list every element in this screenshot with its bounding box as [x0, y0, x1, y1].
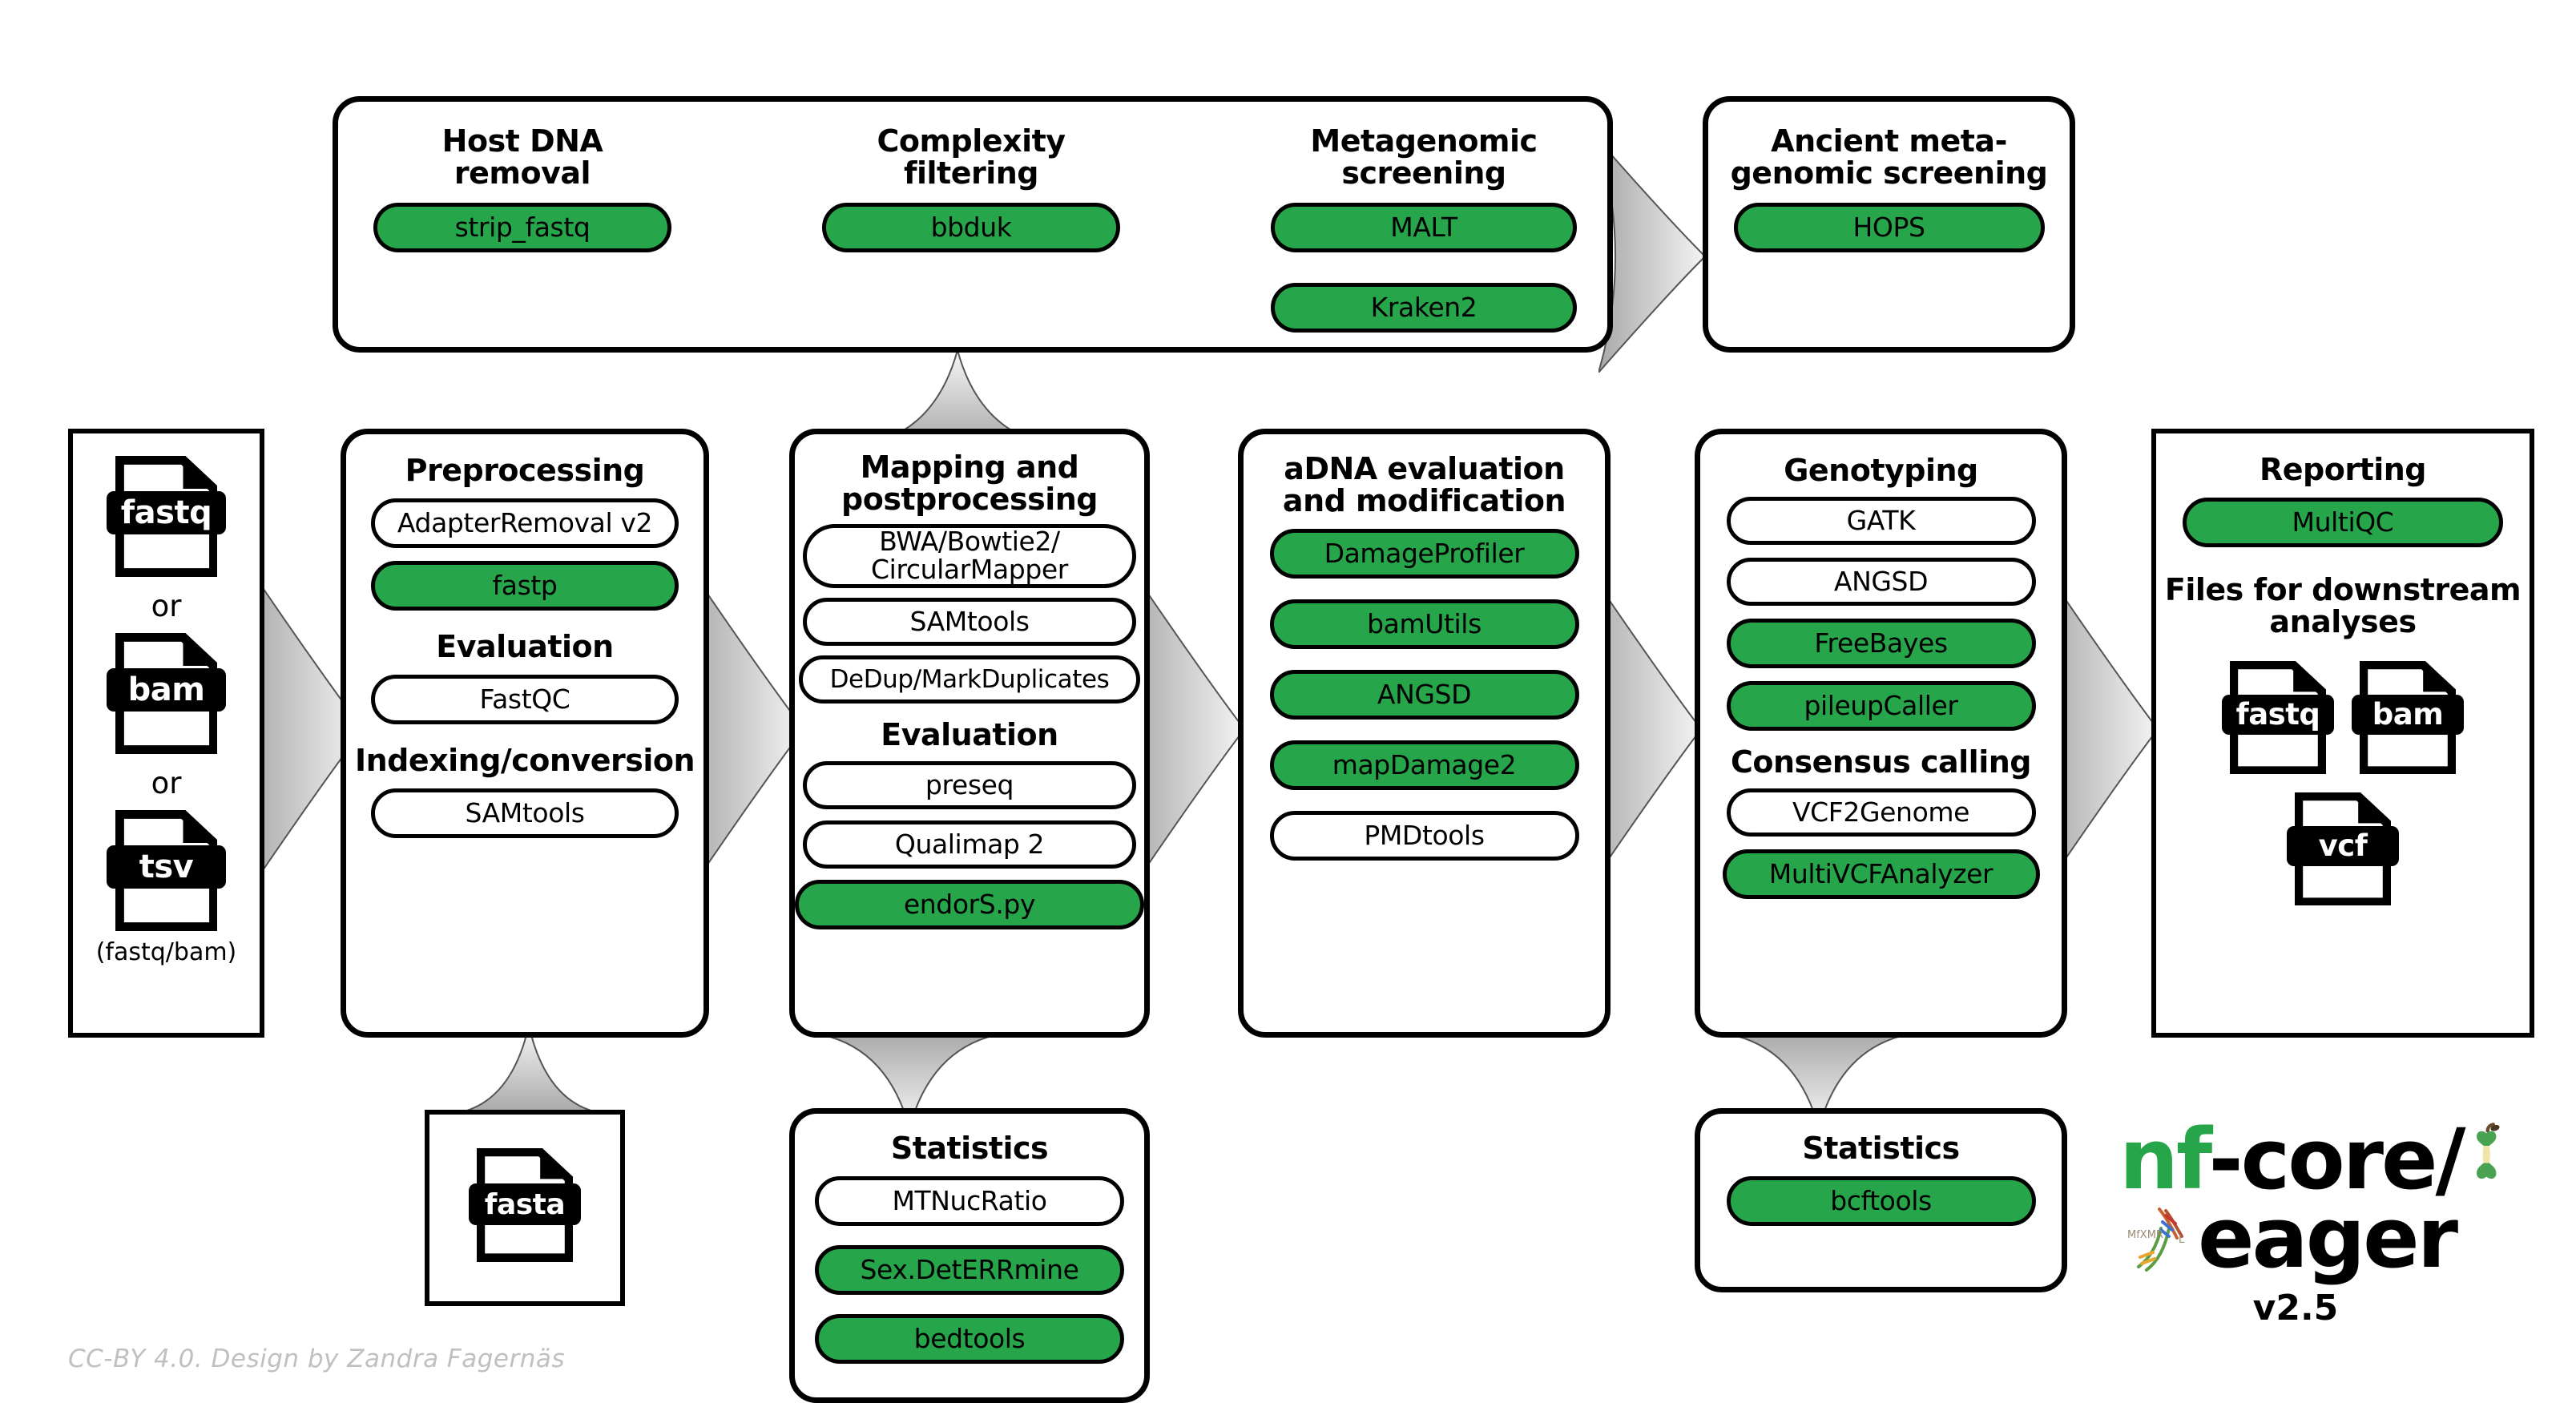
tool-pill-fastqc[interactable]: FastQC	[371, 674, 679, 724]
mapping-title: Mapping and postprocessing	[841, 450, 1098, 517]
adna-panel: aDNA evaluation and modification DamageP…	[1238, 429, 1611, 1038]
tool-pill-gatk[interactable]: GATK	[1726, 496, 2036, 545]
tool-pill-bwa-bowtie2-circularmapper[interactable]: BWA/Bowtie2/ CircularMapper	[803, 523, 1136, 588]
ancient-screening-panel: Ancient meta- genomic screening HOPS	[1703, 96, 2075, 353]
file-label: fastq	[2222, 694, 2334, 735]
column-title: Host DNA removal	[441, 123, 603, 191]
tool-pill-bedtools[interactable]: bedtools	[815, 1313, 1124, 1364]
column-title: Complexity filtering	[877, 123, 1066, 191]
adna-title: aDNA evaluation and modification	[1282, 451, 1566, 518]
tool-pill-pmdtools[interactable]: PMDtools	[1269, 810, 1579, 861]
tool-pill-dedup-markduplicates[interactable]: DeDup/MarkDuplicates	[799, 655, 1140, 704]
logo-text-line1: nf-core/	[2119, 1118, 2466, 1201]
dna-helix-icon: MfXMR L	[2127, 1207, 2185, 1272]
column-title: Metagenomic screening	[1310, 123, 1538, 191]
tool-pill-samtools[interactable]: SAMtools	[803, 597, 1136, 646]
preprocessing-title: Preprocessing	[405, 453, 645, 488]
tool-pill-angsd[interactable]: ANGSD	[1269, 669, 1579, 720]
arrow-fasta-to-preprocessing	[453, 1026, 605, 1114]
tool-pill-adapterremoval[interactable]: AdapterRemoval v2	[371, 498, 679, 548]
mapping-panel: Mapping and postprocessing BWA/Bowtie2/ …	[789, 429, 1150, 1038]
statistics-left-panel: Statistics MTNucRatio Sex.DetERRmine bed…	[789, 1108, 1150, 1403]
file-label: fasta	[469, 1183, 581, 1225]
input-separator-1: or	[151, 589, 182, 623]
preprocessing-panel: Preprocessing AdapterRemoval v2 fastp Ev…	[341, 429, 709, 1038]
genotyping-title: Genotyping	[1784, 453, 1978, 488]
screening-column-host-dna: Host DNA removal strip_fastq	[366, 123, 679, 252]
tool-pill-angsd[interactable]: ANGSD	[1726, 557, 2036, 606]
input-files-note: (fastq/bam)	[95, 938, 237, 966]
reporting-panel: Reporting MultiQC Files for downstream a…	[2151, 429, 2534, 1038]
reporting-downstream-title: Files for downstream analyses	[2164, 571, 2522, 639]
tool-pill-samtools[interactable]: SAMtools	[371, 788, 679, 838]
reference-fasta-panel: fasta	[425, 1110, 625, 1306]
tool-pill-preseq[interactable]: preseq	[803, 760, 1136, 809]
svg-text:L: L	[2179, 1234, 2185, 1246]
tool-pill-kraken2[interactable]: Kraken2	[1271, 282, 1577, 333]
file-icon-fastq: fastq	[107, 456, 226, 578]
file-icon-bam: bam	[2352, 660, 2464, 775]
tool-pill-freebayes[interactable]: FreeBayes	[1726, 618, 2036, 668]
logo-text-line2: eager	[2198, 1189, 2458, 1287]
file-icon-tsv: tsv	[107, 810, 226, 932]
statistics-right-panel: Statistics bcftools	[1695, 1108, 2067, 1292]
file-label: bam	[107, 668, 226, 712]
file-icon-bam: bam	[107, 633, 226, 755]
reporting-files-row-2: vcf	[2156, 792, 2530, 906]
tool-pill-bbduk[interactable]: bbduk	[822, 202, 1120, 252]
logo-version: v2.5	[2252, 1288, 2339, 1328]
svg-text:MfXMR: MfXMR	[2127, 1229, 2163, 1241]
nf-core-eager-logo: nf-core/	[2119, 1118, 2504, 1328]
reporting-files-row: fastq bam	[2156, 660, 2530, 775]
tool-pill-vcf2genome[interactable]: VCF2Genome	[1726, 788, 2036, 837]
tool-pill-endors-py[interactable]: endorS.py	[795, 879, 1144, 929]
tool-pill-malt[interactable]: MALT	[1271, 202, 1577, 252]
tool-pill-damageprofiler[interactable]: DamageProfiler	[1269, 528, 1579, 579]
tool-pill-multiqc[interactable]: MultiQC	[2183, 497, 2503, 547]
statistics-right-title: Statistics	[1802, 1131, 1960, 1166]
screening-panel: Host DNA removal strip_fastq Complexity …	[333, 96, 1613, 353]
file-label: vcf	[2287, 825, 2399, 866]
apple-core-icon	[2476, 1123, 2500, 1179]
mapping-evaluation-title: Evaluation	[881, 716, 1058, 752]
input-files-panel: fastq or bam or tsv (fastq/bam)	[68, 429, 264, 1038]
input-separator-2: or	[151, 766, 182, 800]
preprocessing-evaluation-title: Evaluation	[436, 628, 614, 664]
reporting-title: Reporting	[2259, 452, 2427, 487]
tool-pill-bamutils[interactable]: bamUtils	[1269, 599, 1579, 649]
file-label: fastq	[107, 491, 226, 534]
logo-core-text: -core/	[2208, 1111, 2465, 1208]
tool-pill-hops[interactable]: HOPS	[1733, 202, 2045, 252]
genotyping-panel: Genotyping GATK ANGSD FreeBayes pileupCa…	[1695, 429, 2067, 1038]
credit-text: CC-BY 4.0. Design by Zandra Fagernäs	[68, 1345, 566, 1373]
tool-pill-sex-deterrmine[interactable]: Sex.DetERRmine	[815, 1244, 1124, 1295]
tool-pill-fastp[interactable]: fastp	[371, 560, 679, 611]
tool-pill-qualimap2[interactable]: Qualimap 2	[803, 820, 1136, 869]
file-icon-fasta: fasta	[469, 1148, 581, 1267]
file-icon-fastq: fastq	[2222, 660, 2334, 775]
file-label: bam	[2352, 694, 2464, 735]
screening-column-complexity: Complexity filtering bbduk	[819, 123, 1123, 252]
statistics-left-title: Statistics	[890, 1131, 1049, 1166]
tool-pill-mtnucratio[interactable]: MTNucRatio	[815, 1175, 1124, 1226]
tool-pill-multivcfanalyzer[interactable]: MultiVCFAnalyzer	[1722, 849, 2040, 899]
tool-pill-bcftools[interactable]: bcftools	[1726, 1175, 2036, 1226]
tool-pill-mapdamage2[interactable]: mapDamage2	[1269, 740, 1579, 790]
tool-pill-pileupcaller[interactable]: pileupCaller	[1726, 680, 2036, 731]
file-label: tsv	[107, 845, 226, 889]
genotyping-consensus-title: Consensus calling	[1730, 744, 2032, 780]
logo-nf-text: nf	[2119, 1111, 2211, 1208]
screening-column-metagenomic: Metagenomic screening MALT Kraken2	[1268, 123, 1580, 333]
file-icon-vcf: vcf	[2287, 792, 2399, 906]
ancient-screening-title: Ancient meta- genomic screening	[1730, 123, 2048, 191]
preprocessing-indexing-title: Indexing/conversion	[354, 742, 695, 778]
arrow-screening-to-ancient-screening	[1598, 140, 1707, 373]
tool-pill-strip-fastq[interactable]: strip_fastq	[373, 202, 671, 252]
